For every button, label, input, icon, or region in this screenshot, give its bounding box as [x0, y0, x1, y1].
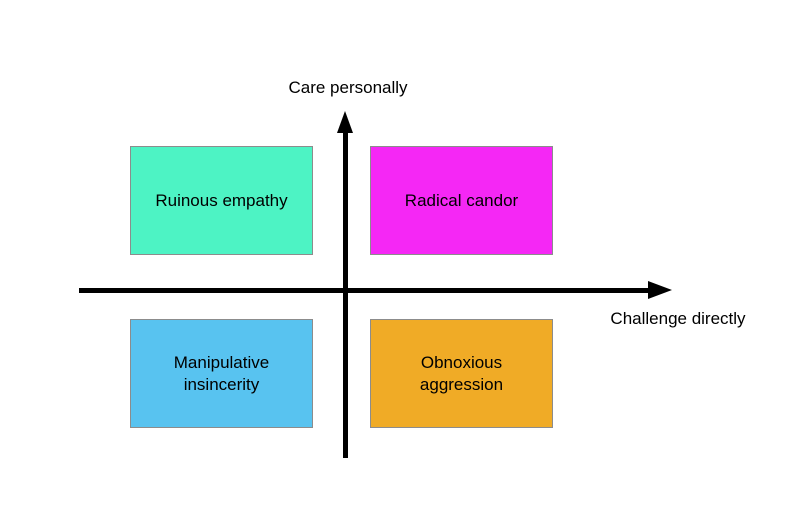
up-arrow-icon: [337, 111, 353, 133]
quadrant-label: Manipulative insincerity: [173, 352, 270, 394]
quadrant-label: Radical candor: [404, 190, 519, 210]
quadrant-label: Obnoxious aggression: [419, 352, 504, 394]
quadrant-box-ruinous-empathy: Ruinous empathy: [130, 146, 313, 255]
quadrant-label: Ruinous empathy: [155, 190, 288, 210]
quadrant-box-manipulative-insincerity: Manipulative insincerity: [130, 319, 313, 428]
right-arrow-icon: [648, 281, 672, 299]
quadrant-box-radical-candor: Radical candor: [370, 146, 553, 255]
quadrant-box-obnoxious-aggression: Obnoxious aggression: [370, 319, 553, 428]
horizontal-axis-line: [79, 288, 649, 293]
y-axis-label: Care personally: [288, 78, 408, 97]
x-axis-label: Challenge directly: [610, 309, 746, 328]
vertical-axis-line: [343, 128, 348, 458]
